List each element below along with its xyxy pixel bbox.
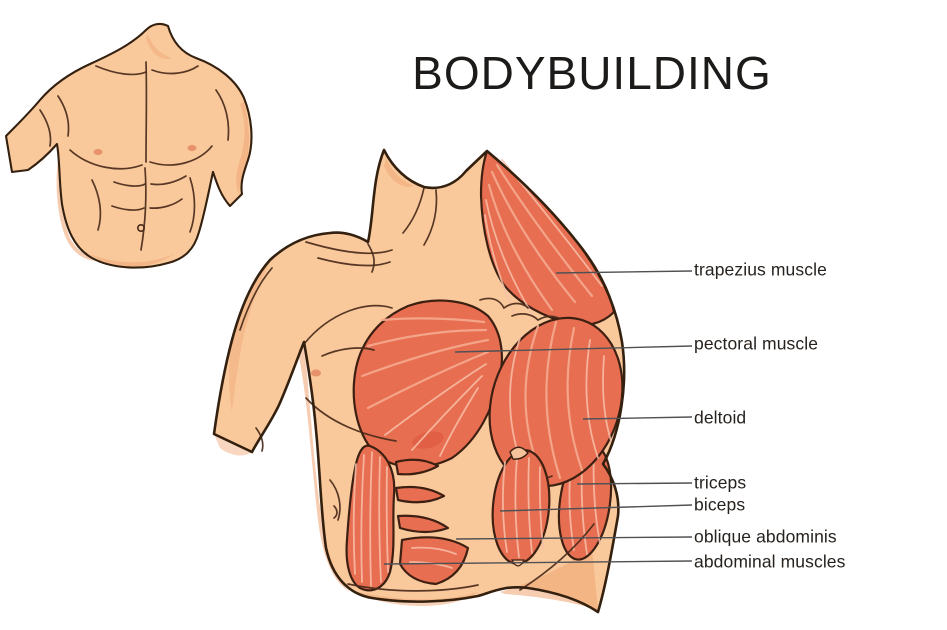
- leader-line-biceps: [499, 504, 693, 512]
- leader-line-deltoid: [582, 416, 693, 420]
- leader-line-trapezius: [555, 270, 693, 274]
- label-oblique: oblique abdominis: [694, 526, 837, 547]
- leader-line-abdominal: [383, 560, 693, 565]
- leader-line-oblique: [455, 536, 693, 540]
- small-torso-shadow-neck: [146, 34, 172, 59]
- leader-line-triceps: [576, 482, 693, 485]
- small-torso-figure: [4, 22, 253, 269]
- large-torso-outline: [212, 148, 626, 614]
- label-deltoid: deltoid: [694, 407, 747, 428]
- label-triceps: triceps: [694, 472, 747, 493]
- deltoid-muscle-shape: [488, 316, 624, 488]
- small-torso-shadow-belly: [90, 254, 174, 267]
- leader-line-pectoral: [454, 345, 693, 353]
- label-abdominal: abdominal muscles: [694, 551, 846, 572]
- label-biceps: biceps: [694, 494, 746, 515]
- oblique-abdominal-muscle-shape: [345, 444, 470, 592]
- leader-lines: [383, 270, 693, 565]
- page-title: BODYBUILDING: [412, 47, 772, 99]
- label-pectoral: pectoral muscle: [694, 333, 819, 354]
- small-torso-skin: [6, 23, 252, 268]
- small-torso-outline: [4, 22, 253, 269]
- large-torso-figure: [212, 148, 626, 614]
- small-torso-shadow-arm: [236, 102, 250, 196]
- label-trapezius: trapezius muscle: [694, 259, 827, 280]
- small-torso-muscle-lines: [39, 61, 230, 251]
